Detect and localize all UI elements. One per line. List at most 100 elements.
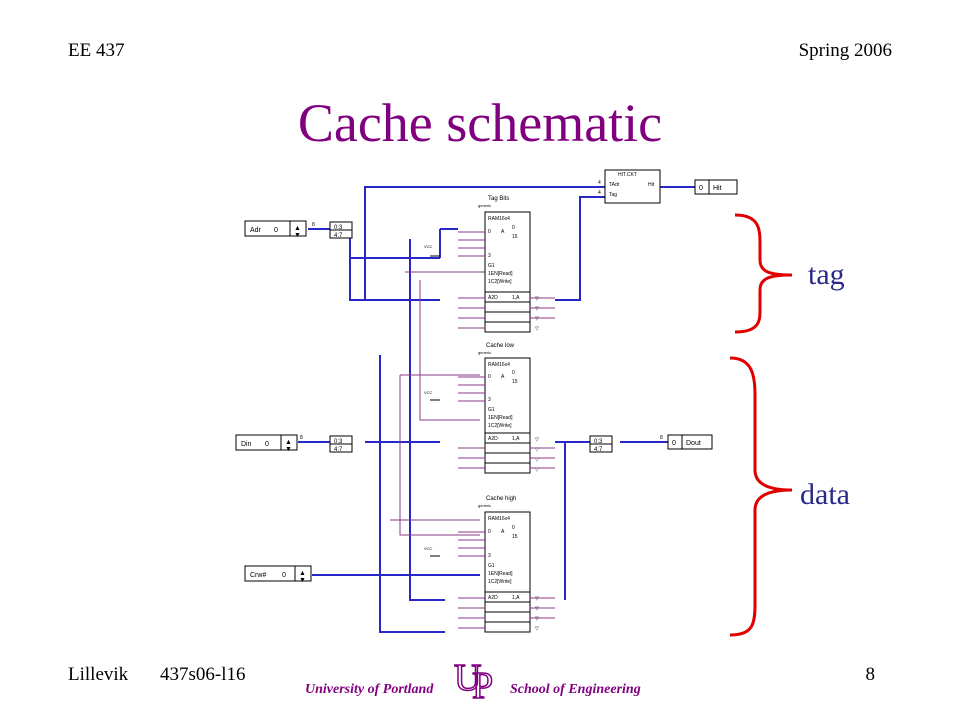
ram-block-title: Tag Bits [488,196,509,202]
svg-text:▽: ▽ [535,457,539,463]
ram-addr-end: 15 [512,379,518,385]
ram-pin-0: 0 [488,374,491,380]
input-crw-name: Crw# [250,572,266,579]
svg-text:▽: ▽ [535,447,539,453]
ram-label: RAM16x4 [488,362,510,368]
input-din-value: 0 [265,441,269,448]
splitter-adr: 0:3 4:7 8 [312,221,353,239]
ram-data-in: A2D [488,436,498,442]
lecture-code: 437s06-l16 [160,664,246,685]
svg-text:▽: ▽ [535,306,539,312]
ram-data-out: 1,A [512,295,520,301]
input-din[interactable]: Din 0 ▲ ▼ [235,434,298,453]
ram-addr-end: 15 [512,534,518,540]
ram-addr: A [501,374,505,380]
ram-addr-start: 0 [512,525,515,531]
vcc-label: VCC [424,244,433,249]
svg-text:▽: ▽ [535,326,539,332]
tag-label: tag [808,258,845,291]
svg-text:▽: ▽ [535,616,539,622]
svg-text:▽: ▽ [535,296,539,302]
arrow-down-icon: ▼ [299,576,306,584]
author-label: Lillevik [68,664,129,685]
svg-text:▽: ▽ [535,316,539,322]
ram-write: 1C2[Write] [488,279,512,285]
ram-write: 1C2[Write] [488,423,512,429]
ram-write: 1C2[Write] [488,579,512,585]
splitter-top-label: 0:3 [594,439,603,445]
ram-addr: A [501,529,505,535]
university-name: University of Portland [305,682,434,697]
splitter-top-label: 0:3 [334,225,343,231]
input-adr[interactable]: Adr 0 ▲ ▼ [244,220,307,239]
ram-read: 1EN[Read] [488,415,513,421]
logo-letter-u: U [454,657,481,699]
splitter-bottom-label: 4:7 [594,447,603,453]
ram-data-in: A2D [488,295,498,301]
ram-label: RAM16x4 [488,516,510,522]
ram-g1: G1 [488,263,495,269]
output-dout-name: Dout [686,440,701,447]
ram-pin-0: 0 [488,529,491,535]
ram-data-out: 1,A [512,595,520,601]
arrow-up-icon: ▲ [285,438,292,446]
hit-circuit-title: HIT.CKT [618,172,637,178]
hit-circuit-width-1: 4 [598,180,601,186]
ram-block-title: Cache high [486,496,516,502]
school-name: School of Engineering [510,682,641,697]
arrow-down-icon: ▼ [294,231,301,239]
input-adr-value: 0 [274,227,278,234]
arrow-down-icon: ▼ [285,445,292,453]
data-brace [729,356,793,637]
bus-wires [298,186,695,633]
control-wires [390,271,485,536]
tag-brace [734,213,793,334]
input-din-name: Din [241,441,252,448]
ram-pin-3: 3 [488,253,491,259]
ram-data-out: 1,A [512,436,520,442]
splitter-dout: 0:3 4:7 8 [589,435,663,453]
course-label: EE 437 [68,40,125,61]
svg-text:▽: ▽ [535,596,539,602]
vcc-label: VCC [424,390,433,395]
ram-g1: G1 [488,407,495,413]
ram-addr-start: 0 [512,225,515,231]
splitter-bottom-label: 4:7 [334,447,343,453]
ram-block-high: Cache high generic RAM16x4 0 A 0 15 3 G1… [424,496,555,633]
slide-title: Cache schematic [297,93,663,153]
svg-text:▽: ▽ [535,467,539,473]
data-label: data [800,478,850,511]
splitter-din: 0:3 4:7 8 [300,435,353,453]
svg-text:▽: ▽ [535,606,539,612]
ram-block-subtitle: generic [478,203,491,208]
arrow-up-icon: ▲ [299,569,306,577]
hit-circuit-pin-tag: Tag [609,192,617,198]
ram-addr-start: 0 [512,370,515,376]
ram-label: RAM16x4 [488,216,510,222]
output-dout: 0 Dout [667,434,713,450]
ram-block-low: Cache low generic RAM16x4 0 A 0 15 3 G1 … [424,343,555,474]
svg-text:▽: ▽ [535,437,539,443]
ram-g1: G1 [488,563,495,569]
arrow-up-icon: ▲ [294,224,301,232]
ram-block-subtitle: generic [478,503,491,508]
ram-pin-3: 3 [488,553,491,559]
ram-read: 1EN[Read] [488,571,513,577]
input-adr-name: Adr [250,227,262,234]
output-hit: 0 Hit [694,179,738,195]
splitter-top-label: 0:3 [334,439,343,445]
page-number: 8 [865,664,876,685]
bus-width-label: 8 [312,222,315,228]
hit-circuit-pin-tadr: TAdr [609,182,620,188]
input-crw[interactable]: Crw# 0 ▲ ▼ [244,565,312,584]
ram-read: 1EN[Read] [488,271,513,277]
splitter-bottom-label: 4:7 [334,233,343,239]
input-crw-value: 0 [282,572,286,579]
vcc-label: VCC [424,546,433,551]
output-hit-value: 0 [699,185,703,192]
svg-text:▽: ▽ [535,626,539,632]
ram-block-title: Cache low [486,343,515,349]
ram-pin-3: 3 [488,397,491,403]
ram-addr-end: 15 [512,234,518,240]
